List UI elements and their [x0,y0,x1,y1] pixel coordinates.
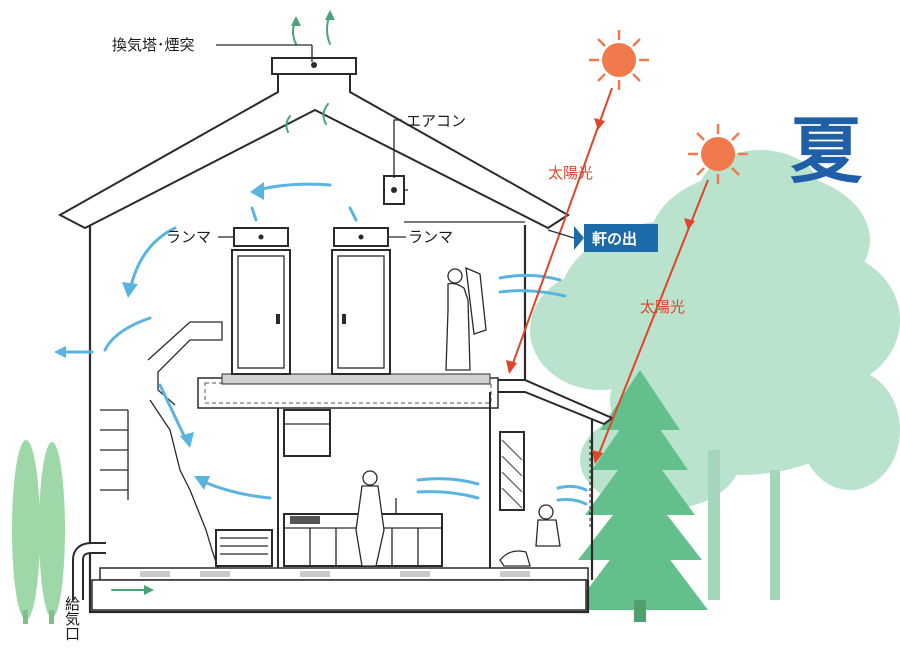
svg-text:ランマ: ランマ [166,228,211,246]
conifer-tree [572,370,708,622]
window-right-room [499,431,591,530]
person-hanging-laundry [445,266,487,371]
season-title: 夏 [790,108,863,193]
staircase [100,321,223,569]
cypress-trees [12,440,65,624]
person-kitchen [355,470,385,567]
exhaust-arrows [111,10,335,595]
air-intake-pipe [72,542,106,600]
door-left [231,227,291,375]
radiator [215,529,273,567]
house [57,57,614,614]
svg-text:エアコン: エアコン [406,112,466,130]
child-with-dog [499,504,561,567]
sun-icon-1 [589,30,649,90]
svg-text:換気塔･煙突: 換気塔･煙突 [112,36,195,54]
svg-text:軒の出: 軒の出 [592,230,637,248]
label-eaves: 軒の出 [404,221,658,252]
deciduous-tree-cluster [530,150,900,600]
label-transom-right: ランマ [388,228,453,246]
label-sunlight-2: 太陽光 [640,298,685,316]
label-air-intake: 給気口 [63,596,81,641]
svg-text:給気口: 給気口 [63,596,81,641]
label-chimney: 換気塔･煙突 [112,36,313,62]
sun-rays [506,87,709,464]
svg-text:ランマ: ランマ [408,228,453,246]
airflow-arrows [54,182,588,506]
label-aircon: エアコン [393,112,466,178]
aircon-unit [383,175,408,205]
label-sunlight-1: 太陽光 [548,164,593,182]
roof [57,71,570,230]
sun-icon-2 [688,124,748,184]
door-right [331,227,391,375]
label-transom-left: ランマ [166,228,234,246]
